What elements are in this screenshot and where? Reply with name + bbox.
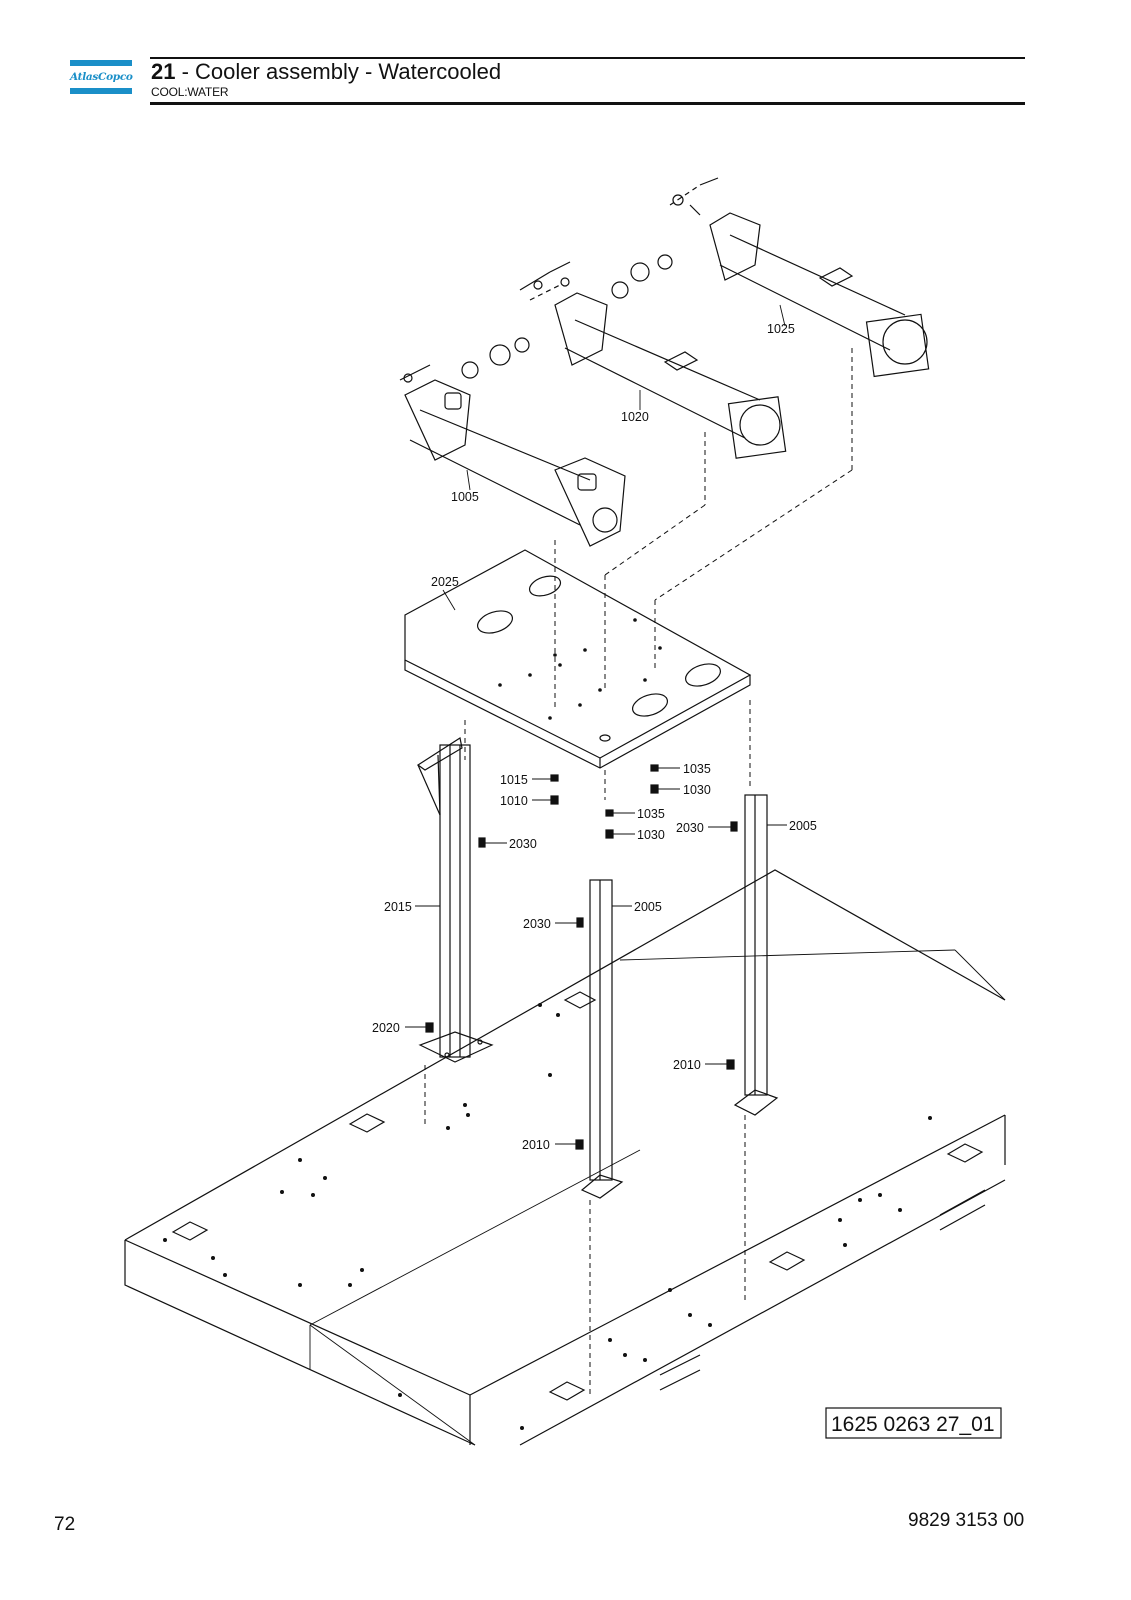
section-number: 21 [151, 59, 176, 84]
base-holes [163, 1003, 932, 1430]
page-number: 72 [54, 1514, 76, 1535]
section-title-text: - Cooler assembly - Watercooled [175, 59, 502, 84]
post-2005-right [733, 794, 779, 1116]
part-label: 2030 [676, 821, 704, 835]
document-number: 9829 3153 00 [908, 1510, 1025, 1531]
leader-lines [405, 304, 787, 1145]
drawing-reference-box [825, 1407, 1002, 1439]
part-label: 2015 [384, 900, 412, 914]
section-code: COOL:WATER [151, 85, 229, 99]
atlas-copco-logo: AtlasCopco [70, 60, 133, 94]
part-label: 1035 [637, 807, 665, 821]
part-label: 1005 [451, 490, 479, 504]
part-label: 2020 [372, 1021, 400, 1035]
part-label: 2010 [522, 1138, 550, 1152]
plate-holes [498, 618, 662, 720]
alignment-lines [424, 348, 853, 1395]
header-rule-top [150, 57, 1025, 59]
part-label: 1035 [683, 762, 711, 776]
part-label: 1030 [637, 828, 665, 842]
part-label: 2030 [509, 837, 537, 851]
post-2005-center [580, 879, 624, 1199]
part-label: 2030 [523, 917, 551, 931]
part-label: 1030 [683, 783, 711, 797]
part-label: 2025 [431, 575, 459, 589]
logo-bar-top [70, 60, 132, 66]
part-label: 1015 [500, 773, 528, 787]
logo-bar-bottom [70, 88, 132, 94]
part-label: 2005 [634, 900, 662, 914]
logo-wordmark: AtlasCopco [70, 71, 133, 83]
post-2015 [416, 737, 494, 1063]
plate-2025 [404, 549, 752, 769]
drawing-reference: 1625 0263 27_01 [831, 1413, 995, 1436]
part-label: 2010 [673, 1058, 701, 1072]
part-label: 1025 [767, 322, 795, 336]
cooler-1020 [519, 254, 787, 459]
cooler-1005 [399, 337, 626, 547]
part-label: 2005 [789, 819, 817, 833]
fasteners [425, 764, 738, 1150]
base-frame [124, 869, 1006, 1446]
header-rule-bottom [150, 102, 1025, 105]
part-label: 1010 [500, 794, 528, 808]
cooler-1025 [669, 177, 930, 378]
part-label: 1020 [621, 410, 649, 424]
section-title: 21 - Cooler assembly - Watercooled [151, 59, 501, 85]
